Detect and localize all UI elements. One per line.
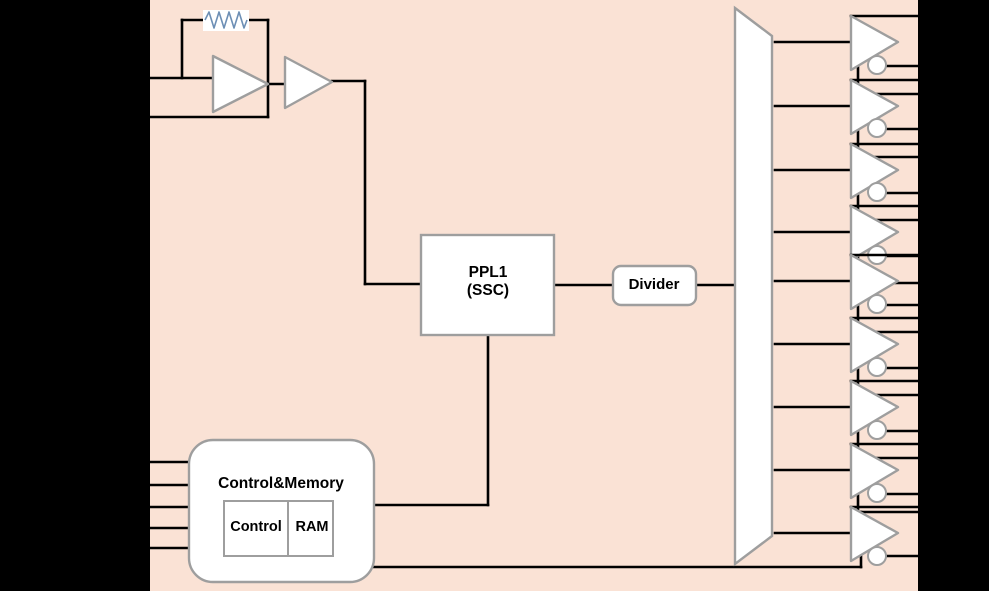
pll-block[interactable] (419, 233, 556, 337)
buffer-8-inverting-bubble (867, 483, 887, 503)
control-subblock[interactable] (223, 500, 289, 557)
buffer-5-inverting-bubble (867, 294, 887, 314)
buffer-3-inverting-bubble (867, 182, 887, 202)
oscillator-amp-1[interactable] (211, 54, 270, 114)
feedback-resistor (203, 10, 249, 31)
buffer-7-inverting-bubble (867, 420, 887, 440)
buffer-9-inverting-bubble (867, 546, 887, 566)
output-buffer-3[interactable] (849, 142, 921, 222)
output-buffer-8[interactable] (849, 442, 921, 514)
output-buffer-9[interactable] (849, 505, 921, 566)
output-buffer-1[interactable] (849, 14, 921, 96)
divider-block[interactable] (611, 264, 698, 307)
output-buffer-7[interactable] (849, 379, 921, 460)
output-buffer-6[interactable] (849, 316, 921, 397)
ram-subblock[interactable] (287, 500, 334, 557)
clock-mux[interactable] (733, 5, 774, 567)
buffer-2-inverting-bubble (867, 118, 887, 138)
buffer-6-inverting-bubble (867, 357, 887, 377)
oscillator-amp-2[interactable] (283, 55, 334, 110)
buffer-1-inverting-bubble (867, 55, 887, 75)
